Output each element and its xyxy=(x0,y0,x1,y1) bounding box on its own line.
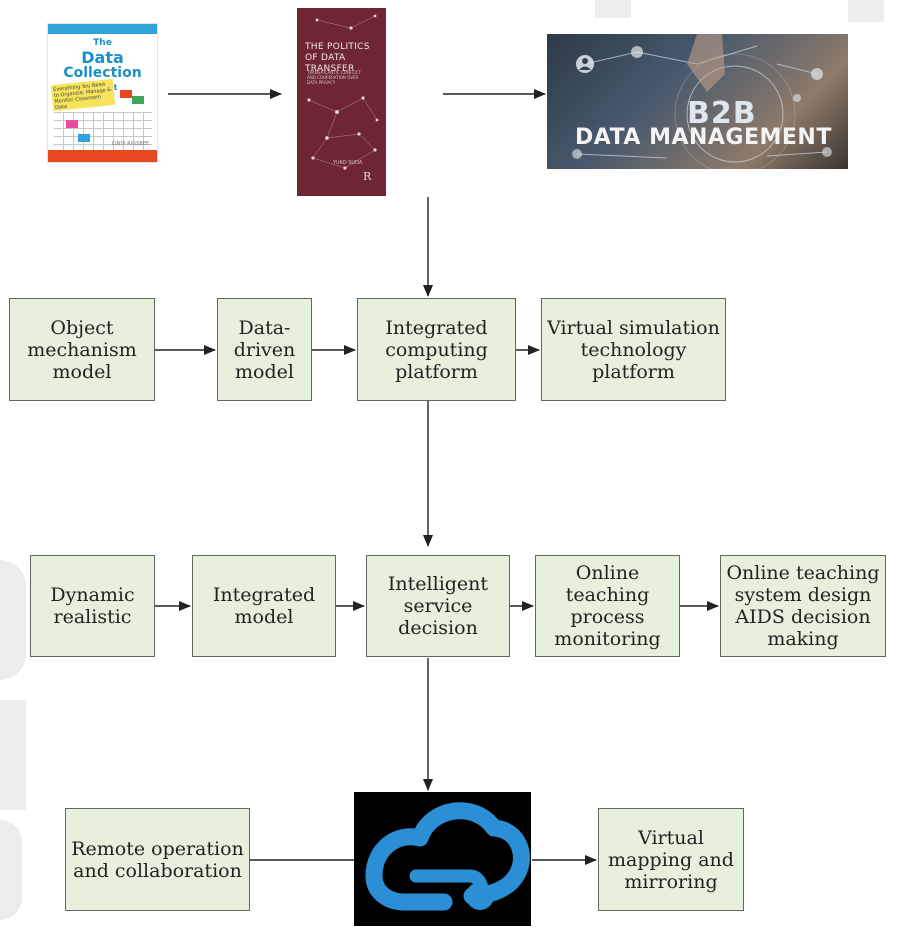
cover-band xyxy=(48,150,157,162)
sticky-note: Everything You Need to Organize, Manage … xyxy=(50,78,116,112)
politics-of-data-transfer-book-cover: THE POLITICS OF DATA TRANSFER TRANSATLAN… xyxy=(297,8,386,196)
online-teaching-monitoring-box: Online teaching process monitoring xyxy=(535,555,680,657)
virtual-mapping-box: Virtual mapping and mirroring xyxy=(598,808,744,911)
color-chip xyxy=(66,120,78,128)
online-teaching-design-box: Online teaching system design AIDS decis… xyxy=(720,555,886,657)
data-management-caption: DATA MANAGEMENT xyxy=(575,125,832,150)
watermark-shape xyxy=(0,560,26,680)
data-collection-toolkit-book-cover: The Data Collection Toolkit Everything Y… xyxy=(48,24,157,162)
color-chip xyxy=(120,90,132,98)
publisher-logo: R xyxy=(363,170,372,183)
network-dots-illustration xyxy=(307,14,379,170)
remote-operation-box: Remote operation and collaboration xyxy=(65,808,250,911)
book-author: YUKO SUDA xyxy=(333,160,363,166)
book-title: THE POLITICS OF DATA TRANSFER xyxy=(305,42,370,74)
book-title-line: Data xyxy=(81,48,124,67)
network-illustration xyxy=(572,34,832,169)
watermark-shape xyxy=(848,0,884,22)
dynamic-realistic-box: Dynamic realistic xyxy=(30,555,155,657)
object-mechanism-model-box: Object mechanism model xyxy=(9,298,155,401)
integrated-model-box: Integrated model xyxy=(192,555,336,657)
color-chip xyxy=(78,134,90,142)
integrated-computing-platform-box: Integrated computing platform xyxy=(357,298,516,401)
intelligent-service-decision-box: Intelligent service decision xyxy=(366,555,510,657)
book-author: CINDI RIGSBEE xyxy=(111,141,149,147)
azure-cloud-logo xyxy=(354,792,531,926)
virtual-simulation-platform-box: Virtual simulation technology platform xyxy=(541,298,726,401)
watermark-shape xyxy=(0,700,26,810)
data-driven-model-box: Data- driven model xyxy=(217,298,312,401)
azure-cloud-icon xyxy=(365,802,530,911)
cover-band xyxy=(48,24,157,34)
watermark-shape xyxy=(595,0,631,18)
b2b-badge: B2B xyxy=(687,96,757,131)
book-title-line: The xyxy=(93,38,112,48)
book-title-line: Collection xyxy=(63,65,142,81)
watermark-shape xyxy=(0,820,22,920)
spreadsheet-illustration xyxy=(54,112,152,152)
color-chip xyxy=(132,96,144,104)
b2b-data-management-image: B2B DATA MANAGEMENT xyxy=(547,34,848,169)
book-subtitle: TRANSATLANTIC CONFLICT AND COOPERATION O… xyxy=(307,70,361,85)
